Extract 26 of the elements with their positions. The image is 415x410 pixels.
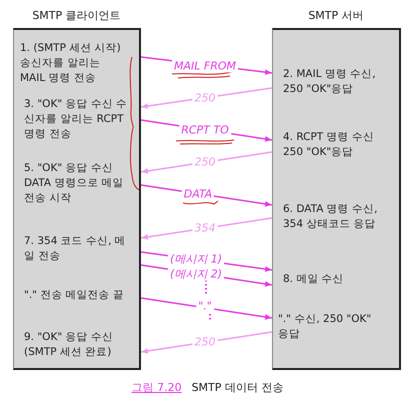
- edge-label: 250: [192, 336, 218, 348]
- edge-label: DATA: [182, 188, 214, 200]
- arrow: [140, 297, 272, 320]
- panel-heading: SMTP 클라이언트: [31, 8, 122, 23]
- edge-label: (메시지 2): [168, 268, 224, 280]
- caption: SMTP 데이터 전송: [192, 381, 284, 394]
- edge-label: 250: [192, 92, 218, 104]
- edge-label: (메시지 1): [168, 252, 224, 266]
- step-text: "." 전송 메일전송 끝: [24, 288, 124, 303]
- panel-heading: SMTP 서버: [307, 8, 365, 23]
- step-text: 5. "OK" 응답 수신 DATA 명령으로 메일전송 시작: [24, 161, 125, 206]
- step-text: 2. MAIL 명령 수신, 250 "OK"응답: [283, 67, 377, 97]
- step-text: 4. RCPT 명령 수신 250 "OK"응답: [283, 130, 375, 160]
- step-text: 9. "OK" 응답 수신 (SMTP 세션 완료): [24, 330, 114, 360]
- edge-label: MAIL FROM: [172, 60, 238, 72]
- edge-label: ".": [196, 300, 214, 312]
- step-text: 6. DATA 명령 수신, 354 상태코드 응답: [283, 202, 378, 232]
- edge-label: 354: [192, 222, 218, 234]
- step-text: "." 수신, 250 "OK" 응답: [278, 312, 372, 342]
- step-text: 3. "OK" 응답 수신 수신자를 알리는 RCPT 명령 전송: [24, 97, 128, 142]
- edge-label: RCPT TO: [179, 124, 231, 136]
- step-text: 1. (SMTP 세션 시작) 송신자를 알리는 MAIL 명령 전송: [20, 40, 122, 86]
- edge-label: 250: [192, 156, 218, 168]
- step-text: 7. 354 코드 수신, 메일 전송: [24, 234, 127, 264]
- step-text: 8. 메일 수신: [283, 272, 344, 287]
- figure-number: 그림 7.20: [132, 381, 182, 394]
